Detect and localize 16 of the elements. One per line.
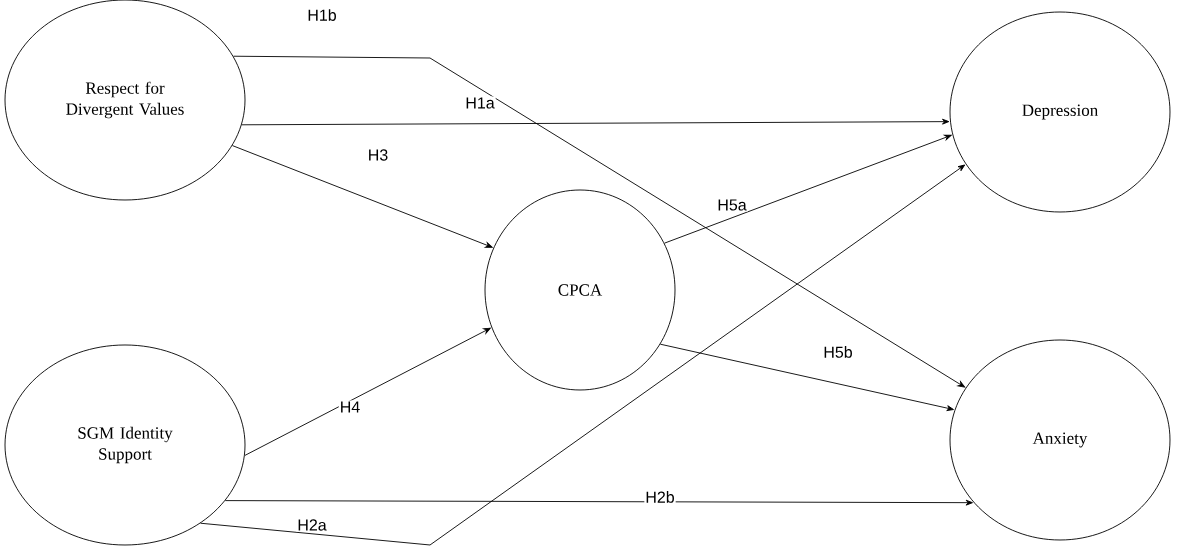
edge-label: H2b (644, 490, 676, 504)
arrow (232, 55, 966, 388)
arrow (231, 145, 493, 248)
edge-label: H1b (306, 8, 338, 22)
arrow (200, 164, 966, 546)
edge-label: H2a (296, 518, 328, 532)
edge-label: H1a (464, 96, 496, 110)
edge-label: H4 (338, 400, 362, 414)
arrow (241, 118, 950, 126)
edge-label: H3 (366, 148, 390, 162)
edge-label: H5b (822, 345, 854, 359)
arrow (244, 327, 491, 456)
arrow (664, 134, 952, 244)
arrow (224, 499, 973, 506)
edge-label: H5a (716, 198, 748, 212)
arrow (659, 343, 954, 411)
